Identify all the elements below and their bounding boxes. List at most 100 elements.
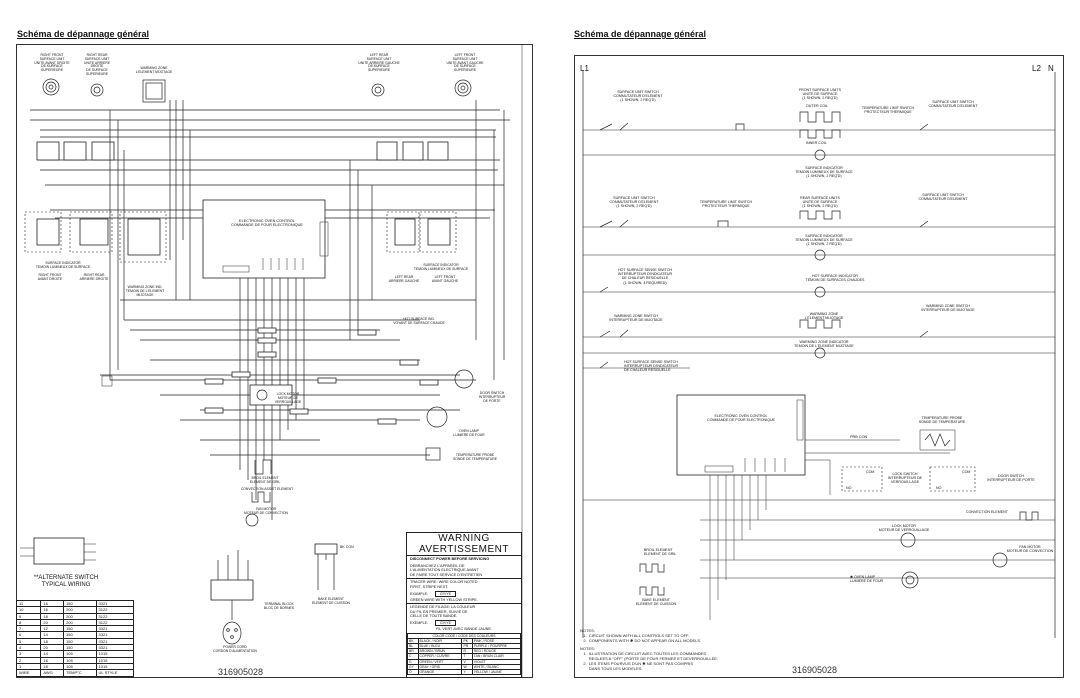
fil-vert-note: FIL VERT AVEC BANDE JAUNE.: [436, 626, 492, 631]
color-code-cell: PR: [461, 642, 473, 650]
r-label-warming-zone-switch-right: WARMING ZONE SWITCH INTERRUPTEUR DE MIJO…: [921, 304, 975, 313]
label-electronic-oven-control: ELECTRONIC OVEN CONTROL COMMANDE DE FOUR…: [231, 219, 303, 228]
color-code-cell: YELLOW / JAUNE: [471, 668, 522, 676]
left-doc-number: 316905028: [218, 667, 264, 677]
r-label-no-2: NO: [936, 486, 942, 490]
r-label-outer-coil: OUTER COIL: [806, 104, 828, 108]
label-broil-element: BROIL ELEMENT ELEMENT DE GRIL: [249, 476, 281, 484]
label-surface-indicator-left: SURFACE INDICATOR TEMOIN LUMINEUX DE SUR…: [35, 261, 91, 269]
label-bk-con: BK CON: [340, 545, 354, 549]
r-label-warming-zone-switch: WARMING ZONE SWITCH INTERRUPTEUR DE MIJO…: [609, 314, 663, 323]
rail-l2-label: L2: [1032, 64, 1041, 73]
example-label: EXAMPLE:: [410, 591, 428, 596]
label-alternate-switch: **ALTERNATE SWITCH TYPICAL WIRING: [33, 575, 99, 588]
warning-disconnect: DISCONNECT POWER BEFORE SERVICING: [410, 557, 490, 561]
label-convection-assist: CONVECTION ASSIST ELEMENT: [240, 487, 294, 491]
left-diagram-frame: [16, 44, 533, 678]
label-left-rear-switch: LEFT REAR ARRIERE GAUCHE: [388, 275, 420, 283]
right-section-title: Schéma de dépannage général: [574, 29, 707, 39]
label-left-front-switch: LEFT FRONT AVANT GAUCHE: [431, 275, 459, 283]
wire-table-header-cell: TEMP°C: [63, 669, 97, 677]
color-code-cell: TAN / BRUN CLAIR: [471, 653, 522, 660]
label-left-rear-surface-unit: LEFT REAR SURFACE UNIT UNITE ARRIERE GAU…: [358, 53, 400, 73]
exemple-code: GY/YE: [434, 619, 456, 626]
r-label-rear-surface-units: REAR SURFACE UNITS UNITE DE SURFACE (1 S…: [800, 196, 840, 209]
r-label-sus2-right: SURFACE UNIT SWITCH COMMUTATEUR D'ELEMEN…: [918, 193, 968, 202]
r-label-fan-motor: FAN MOTOR MOTEUR DE CONVECTION: [1006, 545, 1054, 554]
exemple-label: EXEMPLE:: [410, 620, 428, 625]
r-label-hot-surface-sense-switch-2: HOT SURFACE SENSE SWITCH INTERRUPTEUR D'…: [624, 360, 679, 373]
label-oven-lamp: OVEN LAMP LUMIERE DE FOUR: [453, 429, 485, 437]
r-label-lock-switch: LOCK SWITCH INTERRUPTEUR DE VERROUILLAGE: [887, 472, 923, 485]
r-label-com-1: COM: [866, 470, 875, 474]
r-label-hot-surface-indicator: HOT SURFACE INDICATOR TEMOIN DE SURFACES…: [805, 274, 865, 283]
label-left-front-surface-unit: LEFT FRONT SURFACE UNIT UNITE AVANT GAUC…: [446, 53, 484, 73]
color-code-cell: PURPLE / POURPRE: [471, 642, 522, 650]
r-label-tls1: TEMPERATURE LIMIT SWITCH PROTECTEUR THER…: [861, 106, 915, 115]
rail-n-label: N: [1048, 64, 1054, 73]
r-label-door-switch: DOOR SWITCH INTERRUPTEUR DE PORTE: [987, 474, 1035, 483]
notes-english: NOTES: 1. CIRCUIT SHOWN WITH ALL CONTROL…: [580, 628, 702, 643]
label-surface-indicator-right: SURFACE INDICATOR TEMOIN LUMINEUX DE SUR…: [413, 263, 469, 271]
warning-box: WARNING AVERTISSEMENT DISCONNECT POWER B…: [406, 532, 522, 678]
label-right-rear-switch: RIGHT REAR ARRIERE DROITE: [79, 273, 109, 281]
label-power-cord: POWER CORD CORDON D'ALIMENTATION: [213, 645, 257, 653]
warning-disconnect-fr: DEBRANCHEZ L'APPAREIL DE L'ALIMENTATION …: [410, 563, 483, 577]
warning-title-fr: AVERTISSEMENT: [418, 544, 510, 555]
label-right-rear-surface-unit: RIGHT REAR SURFACE UNIT UNITE ARRIERE DR…: [84, 53, 110, 76]
r-label-broil-element: BROIL ELEMENT ELEMENT DE GRIL: [644, 548, 677, 557]
tracer-wire-note: TRACER WIRE: WIRE COLOR NOTED FIRST, STR…: [410, 580, 478, 589]
r-label-surface-indicator-1: SURFACE INDICATOR TEMOIN LUMINEUX DE SUR…: [795, 166, 853, 179]
r-label-convection-element: CONVECTION ELEMENT: [966, 510, 1008, 514]
color-code-cell: WHITE / BLANC: [471, 663, 522, 670]
wire-table-header-cell: UL STYLE: [95, 669, 135, 677]
r-label-sus1-right: SURFACE UNIT SWITCH COMMUTATEUR D'ELEMEN…: [928, 100, 978, 109]
r-label-inner-coil: INNER COIL: [806, 141, 827, 145]
notes-french: NOTES: 1. ILLUSTRATION DE CIRCUIT AVEC T…: [580, 646, 719, 671]
right-doc-number: 316905028: [792, 665, 838, 675]
label-right-front-surface-unit: RIGHT FRONT SURFACE UNIT UNITE AVANT DRO…: [34, 53, 70, 73]
r-label-warming-zone: WARMING ZONE L'ELEMENT MIJOTAGE: [804, 312, 844, 321]
label-temperature-probe: TEMPERATURE PROBE SONDE DE TEMPERATURE: [453, 453, 497, 461]
label-bake-element: BAKE ELEMENT ELEMENT DE CUISSON: [312, 597, 350, 605]
left-section-title: Schéma de dépannage général: [17, 29, 150, 39]
color-code-cell: Y: [461, 668, 473, 676]
r-label-bake-element: BAKE ELEMENT ELEMENT DE CUISSON: [635, 598, 677, 607]
r-label-temp-probe: TEMPERATURE PROBE SONDE DE TEMPERATURE: [918, 416, 966, 425]
example-code: GY/YE: [434, 590, 456, 597]
warming-zone-element-icon: [142, 79, 166, 103]
rail-l1-label: L1: [580, 64, 589, 73]
wire-table-header-cell: WIRE: [15, 669, 42, 677]
label-right-front-switch: RIGHT FRONT AVANT DROITE: [37, 273, 63, 281]
label-hot-surface-indicator: HOT SURFACE IND. VOYANT DE SURFACE CHAUD…: [393, 317, 445, 325]
color-code-header: COLOR CODE / CODE DES COULEURS: [407, 632, 521, 639]
label-fan-motor: FAN MOTOR MOTEUR DE CONVECTION: [244, 507, 288, 515]
label-warming-zone: WARMING ZONE L'ELEMENT MIJOTAGE: [135, 66, 173, 74]
r-label-front-surface-units: FRONT SURFACE UNITS UNITE DE SURFACE (1 …: [798, 88, 842, 101]
r-label-no-1: NO: [846, 486, 852, 490]
warning-title: WARNING: [438, 533, 490, 544]
label-door-switch: DOOR SWITCH INTERRUPTEUR DE PORTE: [478, 391, 506, 403]
r-label-lock-motor: LOCK MOTOR MOTEUR DE VERROUILLAGE: [878, 524, 930, 533]
label-terminal-block: TERMINAL BLOCK BLOC DE BORNES: [263, 602, 295, 610]
r-label-com-2: COM: [962, 470, 971, 474]
green-wire-note: GREEN WIRE WITH YELLOW STRIPE.: [410, 597, 478, 602]
right-rear-burner-icon: [90, 83, 104, 97]
r-label-surface-indicator-2: SURFACE INDICATOR TEMOIN LUMINEUX DE SUR…: [795, 234, 853, 247]
r-label-hot-surface-sense-switch: HOT SURFACE SENSE SWITCH INTERRUPTEUR D'…: [617, 268, 673, 285]
r-label-oven-lamp: ✱ OVEN LAMP LUMIERE DE FOUR: [850, 575, 884, 584]
label-lock-motor: LOCK MOTOR MOTEUR DE VERROUILLAGE: [274, 392, 302, 404]
r-label-sus2: SURFACE UNIT SWITCH COMMUTATEUR D'ELEMEN…: [609, 196, 659, 209]
r-label-warming-zone-indicator: WARMING ZONE INDICATOR TEMOIN DE L'ELEME…: [794, 340, 854, 349]
r-label-tls2: TEMPERATURE LIMIT SWITCH PROTECTEUR THER…: [699, 200, 753, 209]
r-label-prb-con: PRB CON: [850, 435, 868, 439]
right-diagram-frame: [574, 55, 1064, 678]
